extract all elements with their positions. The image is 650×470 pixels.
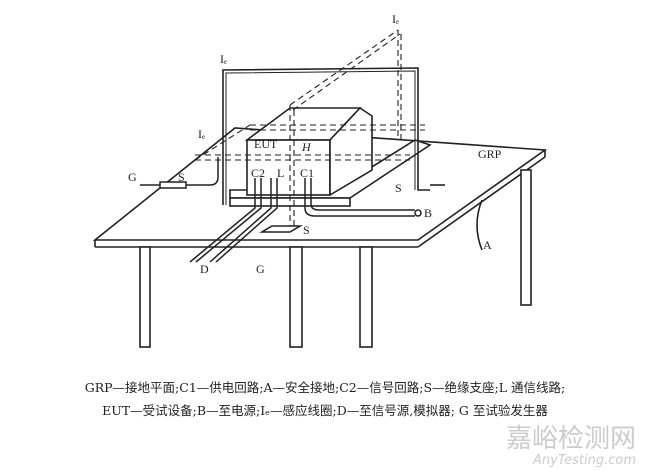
- label-h-field: H: [302, 140, 311, 154]
- label-c1: C1: [300, 166, 315, 180]
- label-s-left: S: [178, 170, 185, 184]
- cables: [140, 157, 422, 263]
- label-s-front: S: [303, 223, 310, 237]
- label-g-front: G: [256, 262, 265, 276]
- watermark-cn: 嘉峪检测网: [505, 424, 636, 454]
- label-c2: C2: [251, 166, 266, 180]
- caption-line-1: GRP—接地平面;C1—供电回路;A—安全接地;C2—信号回路;S—绝缘支座;L…: [84, 380, 566, 395]
- label-g-left: G: [128, 170, 137, 184]
- watermark-en: AnyTesting.com: [532, 453, 636, 468]
- label-eut: EUT: [254, 137, 278, 151]
- dashed-coil-position: [194, 29, 425, 230]
- eut-box: [244, 106, 373, 197]
- label-a: A: [483, 238, 492, 252]
- label-d: D: [200, 262, 209, 276]
- label-ic-left: Iₑ: [198, 127, 206, 141]
- front-support: [259, 225, 303, 233]
- caption-line-2: EUT—受试设备;B—至电源;Iₑ—感应线圈;D—至信号源,模拟器; G 至试验…: [102, 403, 548, 418]
- label-ic-top: Iₑ: [392, 12, 400, 26]
- label-ic-loop: Iₑ: [220, 52, 228, 66]
- label-grp: GRP: [478, 147, 502, 161]
- label-b: B: [424, 206, 433, 220]
- label-s-right: S: [395, 181, 402, 195]
- label-l: L: [277, 166, 285, 180]
